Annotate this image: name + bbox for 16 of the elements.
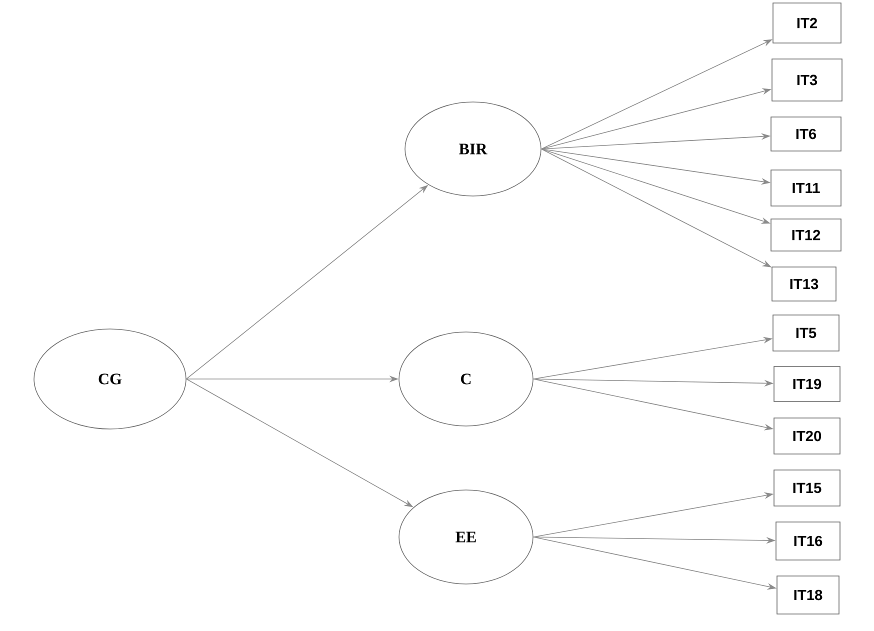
item-box: IT3	[772, 58, 842, 102]
item-box: IT13	[772, 266, 836, 302]
item-box: IT16	[776, 522, 840, 560]
item-box: IT12	[770, 218, 842, 252]
item-box: IT18	[776, 576, 840, 614]
item-box: IT11	[770, 170, 842, 206]
item-box: IT6	[770, 116, 842, 152]
ellipse-node: EE	[398, 490, 534, 584]
ellipse-node: CG	[34, 328, 186, 430]
item-box: IT20	[774, 418, 840, 454]
item-box: IT5	[772, 314, 840, 352]
item-box: IT15	[774, 470, 840, 506]
item-box: IT19	[774, 366, 840, 402]
ellipse-node: BIR	[404, 102, 542, 196]
ellipse-node: C	[398, 332, 534, 426]
item-box: IT2	[772, 2, 842, 44]
